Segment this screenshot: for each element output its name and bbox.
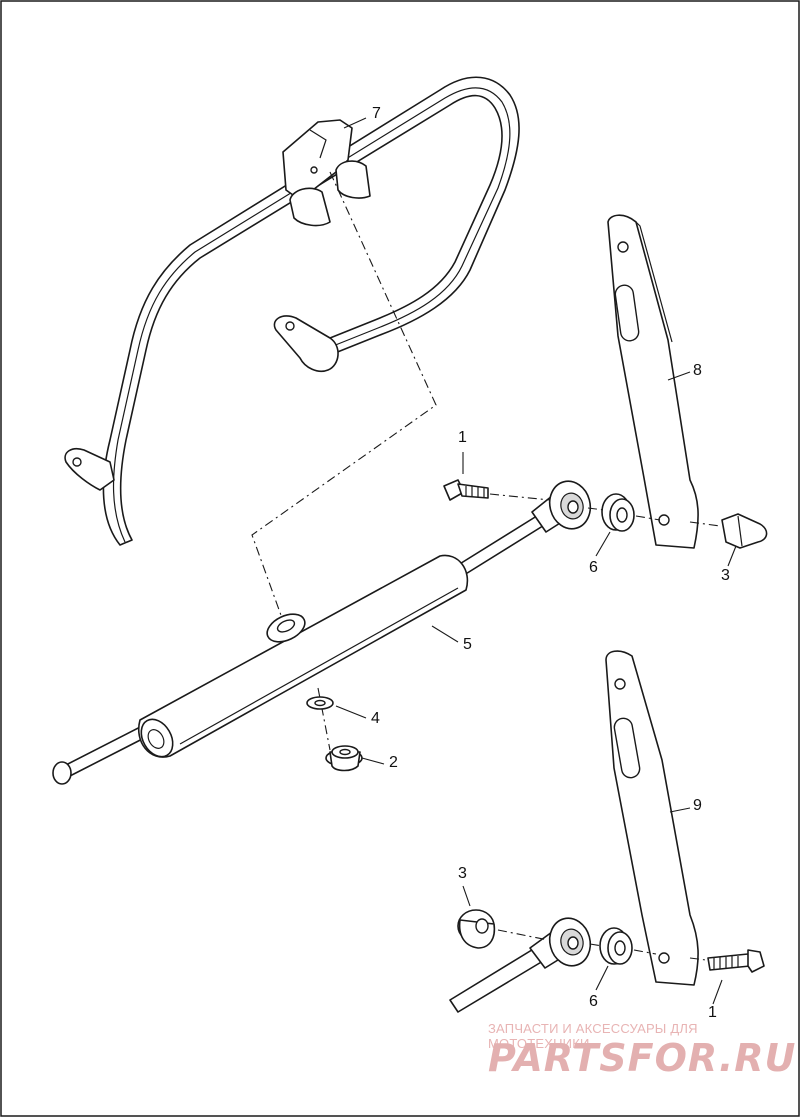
upper-bolt-axis	[489, 493, 551, 501]
callout-1-upper: 1	[458, 429, 467, 446]
part-4-washer	[306, 696, 334, 710]
watermark-tagline: ЗАПЧАСТИ И АКСЕССУАРЫ ДЛЯ МОТОТЕХНИКИ	[488, 1021, 698, 1051]
lower-rod-end	[449, 917, 592, 1013]
callout-2: 2	[389, 754, 398, 771]
callout-6-lower: 6	[589, 993, 598, 1010]
callout-4: 4	[371, 710, 380, 727]
callout-8: 8	[693, 362, 702, 379]
upper-hardware-axis	[587, 507, 721, 527]
part-1-upper-bolt	[443, 479, 489, 501]
part-1-lower-bolt	[707, 949, 765, 973]
watermark-logo: PARTSFOR.RU	[488, 1036, 797, 1080]
part-8-upper-bracket	[607, 214, 699, 549]
part-3-lower-flange-nut	[457, 909, 496, 949]
callout-3-lower: 3	[458, 865, 467, 882]
lower-hardware-axis	[497, 929, 707, 961]
callout-7: 7	[372, 105, 381, 122]
part-6-lower-spacer	[599, 927, 633, 965]
upper-rod-end	[531, 480, 592, 533]
part-9-lower-bracket	[605, 650, 699, 986]
part-6-upper-spacer	[601, 493, 635, 532]
part-3-upper-acorn-nut	[721, 513, 768, 549]
part-5-damper	[52, 513, 547, 785]
alignment-line-lower	[317, 687, 331, 751]
callout-1-lower: 1	[708, 1004, 717, 1021]
callout-leaders	[335, 117, 737, 1005]
alignment-line-upper	[251, 171, 437, 619]
callout-6-upper: 6	[589, 559, 598, 576]
callout-9: 9	[693, 797, 702, 814]
callout-5: 5	[463, 636, 472, 653]
part-2-flange-nut	[325, 745, 363, 772]
callout-3-upper: 3	[721, 567, 730, 584]
part-7-tube-frame	[64, 76, 520, 546]
